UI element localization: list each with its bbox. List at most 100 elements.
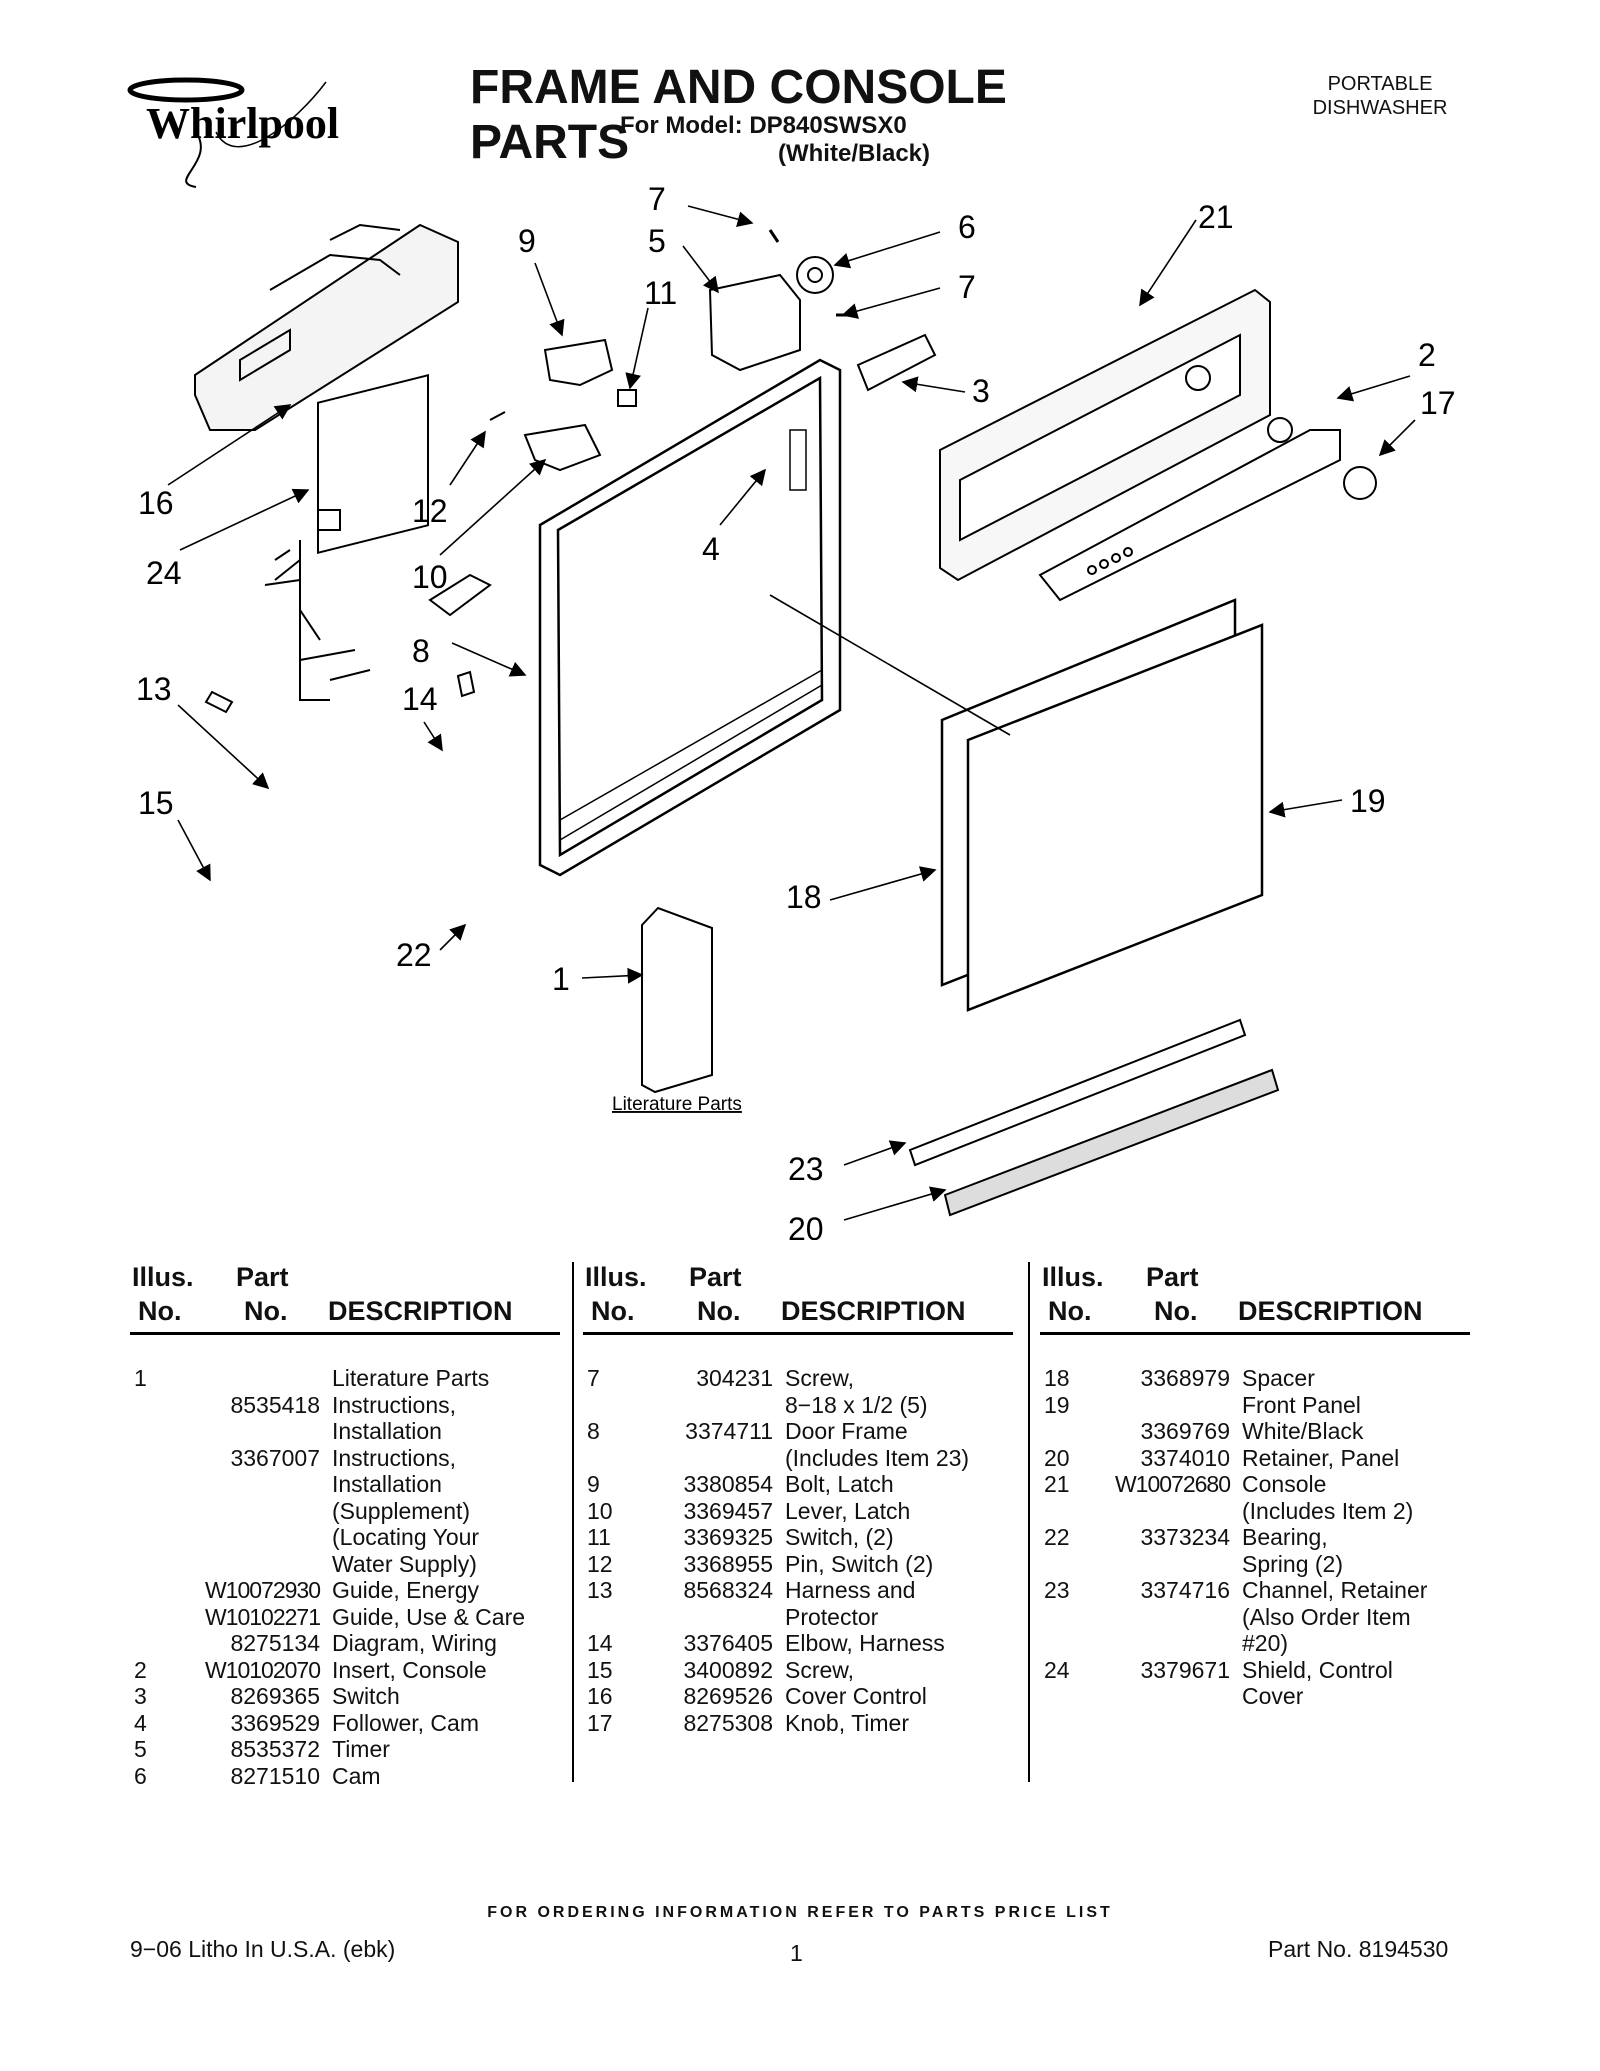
illus-number: 16 [587, 1683, 613, 1709]
page-number: 1 [790, 1940, 803, 1966]
channel-part [908, 1018, 1247, 1167]
part-description: Bearing, [1242, 1524, 1328, 1550]
callout-20: 20 [788, 1211, 824, 1240]
shield-part [317, 374, 429, 554]
header-part-no: No. [697, 1296, 741, 1326]
part-description: Guide, Energy [332, 1577, 480, 1603]
illus-number: 3 [134, 1683, 147, 1709]
part-number: 3368979 [1140, 1365, 1230, 1391]
table-header: Illus. No. Part No. DESCRIPTION [130, 1262, 560, 1335]
illus-number: 17 [587, 1709, 613, 1736]
switch-part [856, 333, 937, 392]
part-description: Installation [332, 1471, 442, 1497]
table-row: 8−18 x 1/2 (5) [583, 1392, 1013, 1419]
illus-number: 23 [1044, 1577, 1070, 1603]
part-number: 3376405 [683, 1630, 773, 1656]
callout-13: 13 [136, 671, 172, 707]
part-description: Water Supply) [332, 1550, 477, 1577]
part-description: Pin, Switch (2) [785, 1550, 934, 1577]
part-number: 8269365 [230, 1683, 320, 1709]
product-type-line1: PORTABLE [1327, 73, 1433, 95]
part-description: Switch [332, 1683, 400, 1709]
illus-number: 5 [134, 1736, 147, 1762]
callout-11: 11 [644, 275, 677, 311]
table-header: Illus. No. Part No. DESCRIPTION [1040, 1262, 1470, 1335]
callout-5: 5 [648, 223, 666, 259]
litho-info: 9−06 Litho In U.S.A. (ebk) [130, 1936, 396, 1962]
table-row: W10072930 Guide, Energy [130, 1577, 560, 1604]
part-number: 8535372 [230, 1736, 320, 1762]
part-description: Timer [332, 1736, 390, 1762]
page-title: FRAME AND CONSOLE PARTS [470, 61, 1007, 169]
column-divider [1028, 1262, 1030, 1782]
part-description: Screw, [785, 1656, 855, 1683]
part-description: Diagram, Wiring [332, 1630, 497, 1656]
table-row: 5 8535372 Timer [130, 1736, 560, 1763]
header-part-no: No. [244, 1296, 288, 1326]
bearing-part [456, 670, 476, 698]
part-number: W10072930 [204, 1577, 321, 1603]
callout-7: 7 [958, 269, 976, 305]
part-number: 8269526 [683, 1683, 773, 1709]
part-number: 8275308 [683, 1709, 773, 1736]
column-divider [572, 1262, 574, 1782]
part-description: Channel, Retainer [1242, 1577, 1428, 1603]
illus-number: 9 [587, 1471, 600, 1497]
part-description: Instructions, [332, 1444, 456, 1471]
header-illus: Illus. [1042, 1262, 1104, 1292]
table-row: Installation [130, 1418, 560, 1445]
table-row: 8275134 Diagram, Wiring [130, 1630, 560, 1657]
part-description: (Supplement) [332, 1497, 471, 1524]
table-row: 3 8269365 Switch [130, 1683, 560, 1710]
callout-3: 3 [972, 373, 990, 409]
callout-16: 16 [138, 485, 174, 521]
part-number: 3368955 [683, 1550, 773, 1577]
callout-22: 22 [396, 937, 432, 973]
part-number: 3374711 [685, 1418, 773, 1444]
header-part-no: No. [1154, 1296, 1198, 1326]
brand-logo: Whirlpool [146, 99, 340, 148]
part-number: 8535418 [230, 1391, 320, 1418]
part-number: W10072680 [1114, 1471, 1231, 1497]
part-description: Console [1242, 1471, 1327, 1497]
part-number: 3380854 [683, 1471, 773, 1497]
part-description: 8−18 x 1/2 (5) [785, 1391, 928, 1418]
table-row: (Supplement) [130, 1498, 560, 1525]
part-description: Cam [332, 1762, 381, 1789]
table-row: Cover [1040, 1683, 1470, 1710]
part-number: 3373234 [1140, 1524, 1230, 1550]
console-insert-part [1038, 417, 1341, 602]
part-description: Elbow, Harness [785, 1630, 945, 1656]
literature-parts-label: Literature Parts [612, 1094, 742, 1115]
part-number: 3369457 [683, 1497, 773, 1524]
table-row: 12 3368955 Pin, Switch (2) [583, 1551, 1013, 1578]
part-description: Cover [1242, 1683, 1304, 1709]
front-panel-part [940, 598, 1264, 1012]
illus-number: 21 [1044, 1471, 1070, 1497]
illus-number: 12 [587, 1550, 613, 1577]
part-number: 8275134 [230, 1630, 320, 1656]
harness-elbow-part [428, 573, 492, 617]
exploded-parts-diagram: Literature Parts 7 6 21 9 5 11 7 [136, 181, 1456, 1240]
part-description: Protector [785, 1603, 879, 1630]
table-row: #20) [1040, 1630, 1470, 1657]
part-description: (Includes Item 2) [1242, 1497, 1414, 1524]
part-number: 8271510 [230, 1762, 320, 1789]
part-description: Installation [332, 1418, 442, 1444]
callout-14: 14 [402, 681, 438, 717]
part-description: Switch, (2) [785, 1524, 894, 1550]
header-description: DESCRIPTION [328, 1296, 513, 1326]
part-number: 3369529 [230, 1709, 320, 1736]
